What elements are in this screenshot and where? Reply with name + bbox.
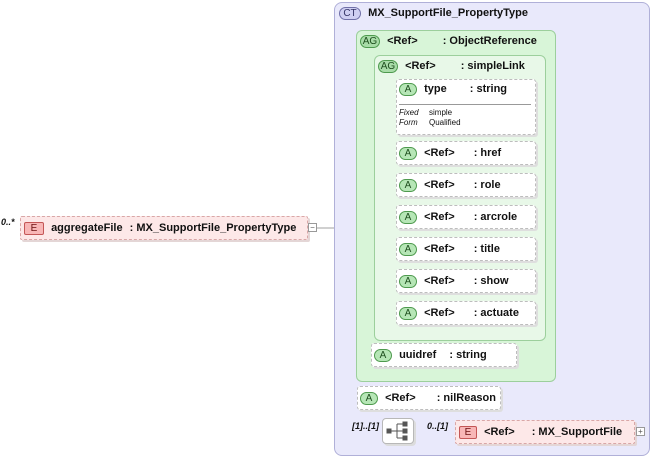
expand-support-file-button[interactable]: + [636,427,645,436]
nil-reason-attribute-type: : nilReason [436,392,496,404]
uuidref-attribute-badge: A [374,349,392,362]
form-row: Form Qualified [399,118,461,127]
simple-link-badge: AG [378,60,398,73]
show-attribute-ref: <Ref> [424,275,455,287]
actuate-attribute-type: : actuate [473,307,519,319]
type-attribute-name: type [424,83,447,95]
object-reference-type: : ObjectReference [442,35,537,47]
role-attribute-ref: <Ref> [424,179,455,191]
actuate-attribute[interactable]: A <Ref> : actuate [396,301,536,325]
href-attribute-type: : href [473,147,502,159]
uuidref-attribute-name: uuidref [399,349,437,361]
type-attribute-header: A type : string [399,83,507,96]
type-attribute[interactable]: A type : string Fixed simple Form Qualifie… [396,79,536,135]
complex-type-badge: CT [339,7,361,20]
arcrole-attribute-badge: A [399,211,417,224]
nil-reason-attribute-badge: A [360,392,378,405]
title-attribute[interactable]: A <Ref> : title [396,237,536,261]
actuate-attribute-ref: <Ref> [424,307,455,319]
nil-reason-attribute-ref: <Ref> [385,392,416,404]
object-reference-badge: AG [360,35,380,48]
sequence-compositor[interactable] [382,418,414,444]
arcrole-attribute[interactable]: A <Ref> : arcrole [396,205,536,229]
nil-reason-attribute[interactable]: A <Ref> : nilReason [357,386,501,410]
type-attribute-type: : string [469,83,508,95]
support-file-element[interactable]: E <Ref> : MX_SupportFile [455,420,635,444]
support-file-multiplicity: 0..[1] [427,421,449,431]
object-reference-header: AG <Ref> : ObjectReference [360,35,537,48]
aggregate-file-type: : MX_SupportFile_PropertyType [129,222,297,234]
title-attribute-type: : title [473,243,500,255]
collapse-aggregate-file-button[interactable]: − [308,223,317,232]
fixed-row: Fixed simple [399,108,452,117]
href-attribute[interactable]: A <Ref> : href [396,141,536,165]
fixed-label: Fixed [399,108,419,117]
show-attribute-type: : show [473,275,509,287]
object-reference-ref: <Ref> [387,35,418,47]
role-attribute[interactable]: A <Ref> : role [396,173,536,197]
uuidref-attribute-type: : string [449,349,487,361]
form-value: Qualified [429,118,461,127]
form-label: Form [399,118,418,127]
sequence-multiplicity: [1]..[1] [352,421,379,431]
support-file-ref: <Ref> [484,426,515,438]
title-attribute-ref: <Ref> [424,243,455,255]
aggregate-file-badge: E [24,222,44,235]
sequence-icon [386,421,408,441]
root-multiplicity: 0..* [1,217,15,227]
show-attribute[interactable]: A <Ref> : show [396,269,536,293]
href-attribute-ref: <Ref> [424,147,455,159]
show-attribute-badge: A [399,275,417,288]
type-attribute-divider [399,104,531,105]
aggregate-file-label: aggregateFile [51,222,123,234]
simple-link-type: : simpleLink [460,60,525,72]
arcrole-attribute-type: : arcrole [473,211,518,223]
arcrole-attribute-ref: <Ref> [424,211,455,223]
type-attribute-badge: A [399,83,417,96]
support-file-type: : MX_SupportFile [531,426,623,438]
simple-link-ref: <Ref> [405,60,436,72]
href-attribute-badge: A [399,147,417,160]
role-attribute-type: : role [473,179,501,191]
simple-link-header: AG <Ref> : simpleLink [378,60,525,73]
role-attribute-badge: A [399,179,417,192]
complex-type-name: MX_SupportFile_PropertyType [368,7,528,19]
fixed-value: simple [429,108,453,117]
title-attribute-badge: A [399,243,417,256]
uuidref-attribute[interactable]: A uuidref : string [371,343,517,367]
complex-type-header: CT MX_SupportFile_PropertyType [339,7,528,20]
support-file-badge: E [459,426,477,439]
aggregate-file-element[interactable]: E aggregateFile : MX_SupportFile_Propert… [20,216,308,240]
actuate-attribute-badge: A [399,307,417,320]
